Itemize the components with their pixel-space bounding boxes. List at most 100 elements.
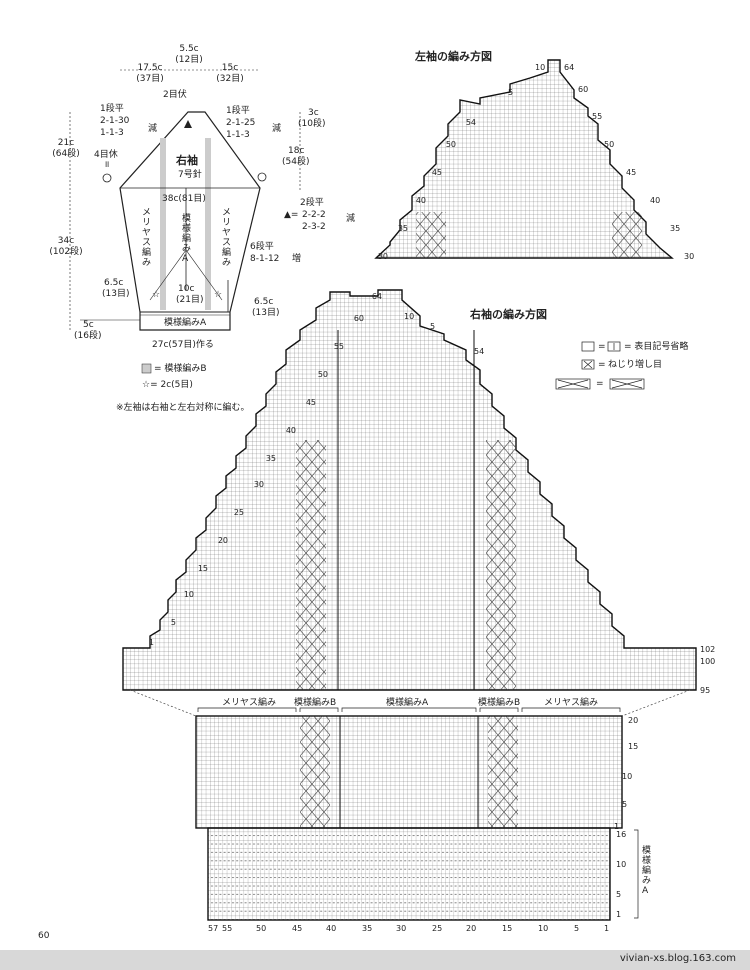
left-row-50: 50: [445, 140, 456, 149]
bottom-40: 40: [326, 924, 337, 933]
right-row-20: 20: [217, 536, 228, 545]
bottom-10: 10: [538, 924, 549, 933]
cuff-row-16: 16: [616, 830, 627, 839]
chart-connector: [129, 689, 691, 717]
left-row-r45: 45: [626, 168, 637, 177]
pattern-a-vertical: 模様編みA: [182, 214, 192, 264]
sleeve-schematic: [69, 69, 301, 331]
left-row-r40: 40: [650, 196, 661, 205]
stockinette-left: メリヤス編み: [142, 208, 152, 268]
legend-item3: =: [596, 379, 604, 389]
sleeve-title: 右袖: [176, 154, 198, 167]
right-row-45: 45: [305, 398, 316, 407]
bottom-5: 5: [574, 924, 580, 933]
bottom-45: 45: [292, 924, 303, 933]
cuff-pattern-label: 模様編みA: [642, 846, 652, 896]
side-right-width: 6.5c: [254, 297, 274, 307]
tri-note-1: 2段平: [300, 198, 324, 208]
cuff-row-1: 1: [616, 910, 622, 919]
left-row-35: 35: [397, 224, 408, 233]
legend-item2: ねじり増し目: [608, 360, 663, 370]
cap-right-rows: (54段): [282, 157, 310, 167]
bottom-50: 50: [256, 924, 267, 933]
note-left-sleeve: ※左袖は右袖と左右対称に編む。: [116, 403, 250, 413]
left-row-45: 45: [431, 168, 442, 177]
left-dec-3: 1-1-3: [100, 128, 124, 138]
right-row-25: 25: [233, 508, 244, 517]
tri-note-symbol: ▲=: [284, 210, 299, 220]
rest-mark: ॥: [104, 160, 110, 170]
tri-note-3: 2-3-2: [302, 222, 326, 232]
center-stitches: (21目): [176, 295, 204, 305]
right-row-55: 55: [333, 342, 344, 351]
center-width: 10c: [178, 284, 195, 294]
left-chart-title: 左袖の編み方図: [415, 50, 492, 63]
needle-size: 7号針: [178, 170, 202, 180]
bottom-55: 55: [222, 924, 233, 933]
bottom-25: 25: [432, 924, 443, 933]
right-top-label-10: 10: [404, 312, 415, 321]
schematic-legend-swatch: [141, 363, 152, 374]
left-dec-label: 減: [148, 124, 158, 134]
right-row-64: 64: [371, 292, 382, 301]
cap-right-height: 18c: [288, 146, 305, 156]
tri-note-2: 2-2-2: [302, 210, 326, 220]
right-row-r100: 100: [700, 657, 716, 666]
right-top-label-5: 5: [430, 322, 436, 331]
right-row-60: 60: [353, 314, 364, 323]
lower-row-20: 20: [628, 716, 639, 725]
lower-chart: [195, 707, 639, 921]
bottom-20: 20: [466, 924, 477, 933]
bottom-15: 15: [502, 924, 513, 933]
left-row-r64: 64: [564, 63, 575, 72]
cap-height: 21c: [57, 138, 75, 148]
tri-note-label: 減: [346, 214, 356, 224]
left-row-r50: 50: [604, 140, 615, 149]
top-center-width: 5.5c: [179, 44, 199, 54]
body-height: 34c: [57, 236, 75, 246]
right-dec-2: 2-1-25: [226, 118, 256, 128]
watermark: vivian-xs.blog.163.com: [619, 953, 736, 964]
section-stockinette-left: メリヤス編み: [222, 698, 277, 708]
body-rows: (102段): [49, 247, 83, 257]
left-row-40: 40: [415, 196, 426, 205]
legend-b: = 模様編みB: [154, 364, 207, 374]
star-right-icon: ☆: [214, 290, 223, 300]
footer-bar: [0, 950, 750, 970]
right-row-30: 30: [253, 480, 264, 489]
lower-row-1: 1: [614, 822, 620, 831]
chart-legend-symbols: [555, 341, 645, 390]
left-row-r35: 35: [670, 224, 681, 233]
top-left-width: 17.5c: [137, 63, 163, 73]
lower-row-10: 10: [622, 772, 633, 781]
bottom-1: 1: [604, 924, 610, 933]
cuff-label: 模様編みA: [164, 318, 207, 328]
bottom-57: 57: [208, 924, 219, 933]
rest-label: 4目休: [94, 150, 118, 160]
cuff-row-10: 10: [616, 860, 627, 869]
right-row-r54: 54: [474, 347, 485, 356]
right-top-height: 3c: [308, 108, 319, 118]
cap-rows: (64段): [52, 149, 80, 159]
cuff-rows: (16段): [74, 331, 102, 341]
top-right-width: 15c: [221, 63, 239, 73]
left-top-label-5: 5: [508, 88, 514, 97]
left-top-label-10: 10: [535, 63, 546, 72]
left-dec-1: 1段平: [100, 104, 124, 114]
legend-star: ☆= 2c(5目): [142, 380, 193, 390]
right-dec-label: 減: [272, 124, 282, 134]
right-row-50: 50: [317, 370, 328, 379]
left-row-30: 30: [377, 252, 388, 261]
page-number: 60: [38, 931, 50, 941]
left-row-54: 54: [465, 118, 476, 127]
right-row-10: 10: [183, 590, 194, 599]
lower-row-5: 5: [622, 800, 628, 809]
right-dec-1: 1段平: [226, 106, 250, 116]
left-row-r55: 55: [592, 112, 603, 121]
top-right-stitches: (32目): [216, 74, 244, 84]
right-row-5: 5: [170, 618, 176, 627]
right-row-1: 1: [148, 638, 154, 647]
star-left-icon: ☆: [152, 290, 161, 300]
side-right-stitches: (13目): [252, 308, 280, 318]
inc-note-label: 増: [292, 254, 302, 264]
